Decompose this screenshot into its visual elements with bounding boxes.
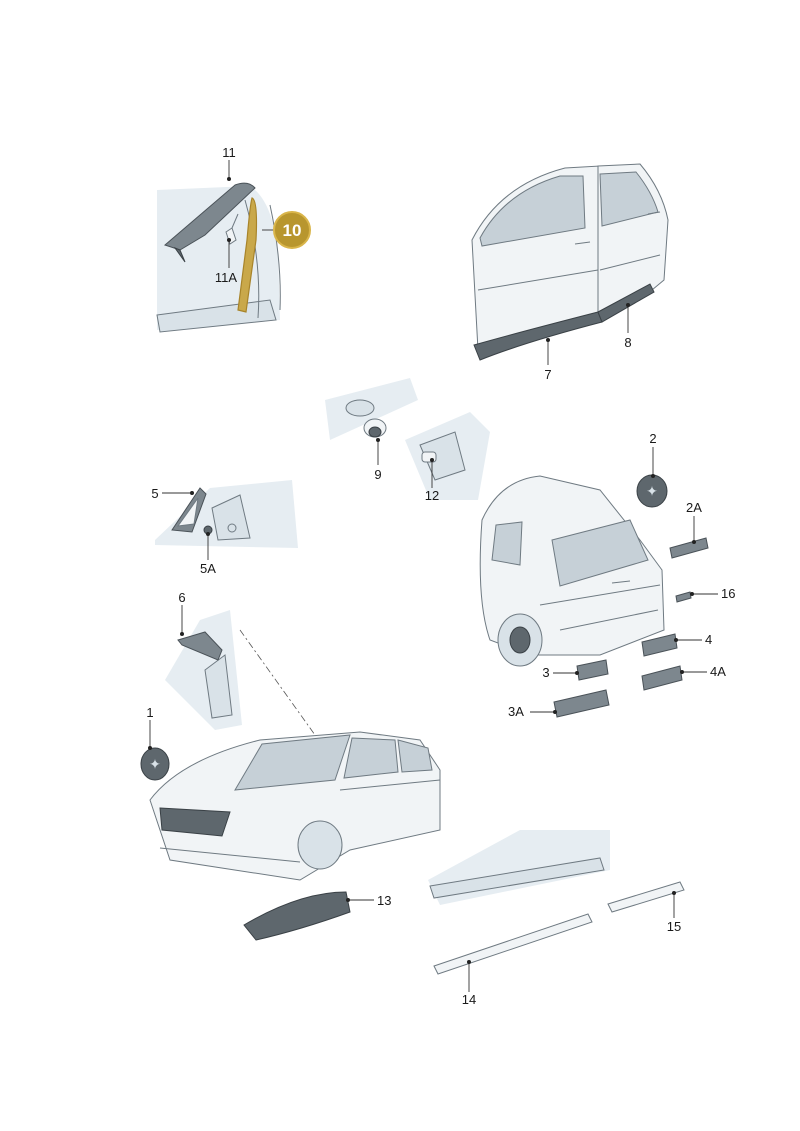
mirror-triangle-vignette: [155, 480, 298, 548]
part-4-badge: [641, 633, 678, 657]
part-3-badge: [576, 659, 609, 681]
front-car-vignette: [149, 731, 441, 881]
callout-1: 1: [146, 705, 153, 720]
callout-6: 6: [178, 590, 185, 605]
doors-vignette: [471, 163, 669, 351]
leader-lines: [148, 160, 718, 992]
callout-7: 7: [544, 367, 551, 382]
reference-line-6: [239, 629, 341, 771]
pillar-vignette: [165, 610, 242, 730]
part-9-grommet: [363, 418, 387, 438]
callout-2a: 2A: [686, 500, 702, 515]
callout-10: 10: [283, 221, 302, 240]
badge-strips: [553, 537, 709, 718]
part-3a-badge: [553, 689, 610, 718]
callout-4a: 4A: [710, 664, 726, 679]
callout-12: 12: [425, 488, 439, 503]
sill-vignette: [428, 830, 610, 905]
callout-3a: 3A: [508, 704, 524, 719]
part-16-badge: [675, 591, 692, 603]
part-8-rear-door-trim: [597, 283, 655, 323]
callout-9: 9: [374, 467, 381, 482]
part-5-triangle-cover: [171, 487, 207, 533]
part-10-window-strip-highlighted: [237, 197, 258, 313]
callout-16: 16: [721, 586, 735, 601]
clip-vignette: [325, 378, 418, 440]
callout-5: 5: [151, 486, 158, 501]
highlight-badge-10: 10: [273, 211, 311, 249]
callout-5a: 5A: [200, 561, 216, 576]
callout-4: 4: [705, 632, 712, 647]
callout-15: 15: [667, 919, 681, 934]
part-14-sill-plate: [433, 913, 593, 975]
part-2a-badge: [669, 537, 709, 559]
bracket-vignette: [405, 412, 490, 500]
rear-car-vignette: [479, 475, 665, 667]
callout-labels: 11 11A 7 8 9 12 5 5A 6 1 2 2A 16 4 4A 3 …: [146, 145, 735, 1007]
brand-emblem-icon: ✦: [149, 757, 161, 773]
part-4a-badge: [641, 665, 683, 691]
part-13-wheel-arch-trim: [243, 891, 351, 941]
callout-2: 2: [649, 431, 656, 446]
part-1-front-emblem: ✦: [140, 747, 170, 781]
part-11-pillar-cover: [164, 182, 256, 263]
callout-14: 14: [462, 992, 476, 1007]
part-15-sill-plate: [607, 881, 685, 913]
callout-8: 8: [624, 335, 631, 350]
callout-11: 11: [222, 145, 236, 160]
part-2-rear-emblem: ✦: [636, 474, 668, 508]
part-6-trim: [177, 631, 223, 661]
callout-3: 3: [542, 665, 549, 680]
brand-emblem-icon: ✦: [646, 484, 658, 500]
callout-11a: 11A: [215, 270, 237, 285]
callout-13: 13: [377, 893, 391, 908]
